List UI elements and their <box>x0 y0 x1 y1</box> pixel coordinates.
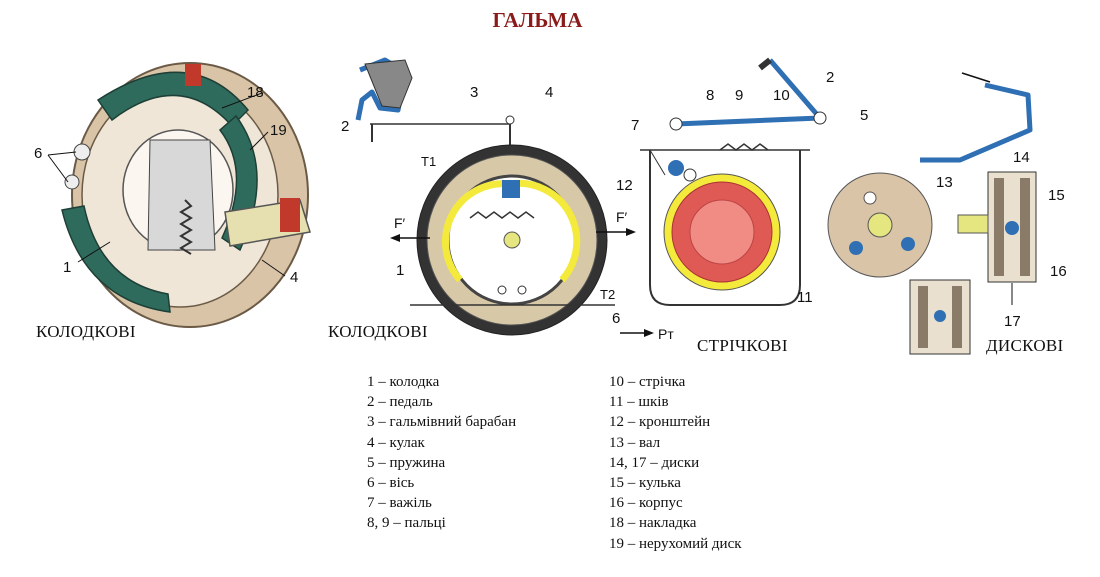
label-shoe-photo-4: 4 <box>290 269 298 286</box>
legend-item: 1 – колодка <box>367 374 440 390</box>
legend-item: 10 – стрічка <box>609 374 686 390</box>
legend-item: 12 – кронштейн <box>609 414 711 431</box>
legend-item: 4 – кулак <box>367 434 425 451</box>
label-disc-15: 15 <box>1048 187 1065 204</box>
label-band-7: 7 <box>631 117 639 134</box>
label-scheme-pt: Pт <box>658 326 674 342</box>
label-scheme-f-left: F′ <box>394 215 406 231</box>
page-title: ГАЛЬМА <box>492 8 583 32</box>
label-scheme-4: 4 <box>545 84 553 101</box>
label-scheme-3: 3 <box>470 84 478 101</box>
shoe-brake-scheme: 2 3 4 T1 F′ F′ 1 T2 6 Pт <box>341 57 674 342</box>
label-shoe-photo-18: 18 <box>247 84 264 101</box>
legend-item: 8, 9 – пальці <box>367 515 446 532</box>
disc-brake-scheme: 14 13 15 16 17 <box>827 72 1067 355</box>
legend-item: 3 – гальмівний барабан <box>367 414 517 431</box>
label-scheme-1: 1 <box>396 262 404 279</box>
label-band-12: 12 <box>616 177 633 194</box>
label-scheme-f-right: F′ <box>616 209 628 225</box>
label-scheme-t2: T2 <box>600 287 615 302</box>
legend-item: 13 – вал <box>609 434 661 451</box>
legend-item: 2 – педаль <box>367 394 433 411</box>
spring <box>179 199 193 255</box>
brake-shoe <box>61 205 171 313</box>
label-shoe-photo-1: 1 <box>63 259 71 276</box>
disc-pedal <box>920 82 1033 163</box>
band-brake-scheme: 7 8 9 10 2 5 12 11 <box>616 57 868 306</box>
legend-item: 5 – пружина <box>367 454 446 471</box>
caption-shoe-scheme: КОЛОДКОВІ <box>328 322 428 341</box>
lever <box>675 58 823 127</box>
label-band-10: 10 <box>773 87 790 104</box>
legend-right: 10 – стрічка 11 – шків 12 – кронштейн 13… <box>609 372 742 554</box>
label-disc-14: 14 <box>1013 149 1030 166</box>
legend-item: 11 – шків <box>609 394 669 411</box>
band-housing <box>649 150 801 306</box>
legend-left: 1 – колодка 2 – педаль 3 – гальмівний ба… <box>367 372 516 534</box>
label-scheme-t1: T1 <box>421 154 436 169</box>
label-scheme-2: 2 <box>341 118 349 135</box>
legend-item: 6 – вісь <box>367 475 415 492</box>
label-band-9: 9 <box>735 87 743 104</box>
label-band-2: 2 <box>826 69 834 86</box>
label-band-8: 8 <box>706 87 714 104</box>
brake-lining <box>96 71 250 128</box>
label-scheme-6: 6 <box>612 310 620 327</box>
label-disc-16: 16 <box>1050 263 1067 280</box>
shoe-brake-illustration: 6 1 18 19 4 <box>34 62 311 328</box>
label-disc-17: 17 <box>1004 313 1021 330</box>
label-band-5: 5 <box>860 107 868 124</box>
caption-disc: ДИСКОВІ <box>986 336 1064 355</box>
caption-band: СТРІЧКОВІ <box>697 336 788 355</box>
label-band-11: 11 <box>797 289 813 306</box>
label-shoe-photo-19: 19 <box>270 122 287 139</box>
legend-item: 7 – важіль <box>367 495 432 512</box>
legend-item: 15 – кулька <box>609 475 681 492</box>
label-disc-13: 13 <box>936 174 953 191</box>
caption-shoe-photo: КОЛОДКОВІ <box>36 322 136 341</box>
label-shoe-photo-6: 6 <box>34 145 42 162</box>
legend-item: 18 – накладка <box>609 515 697 532</box>
legend-item: 14, 17 – диски <box>609 454 700 471</box>
legend-item: 19 – нерухомий диск <box>609 535 742 552</box>
legend-item: 16 – корпус <box>609 495 683 512</box>
